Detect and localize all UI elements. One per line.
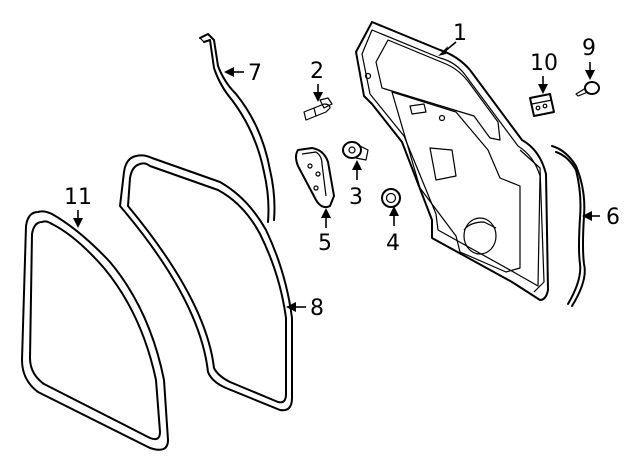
callout-8: 8 bbox=[310, 296, 324, 321]
part-8-body-weatherstrip bbox=[119, 154, 293, 412]
part-9-push-pin bbox=[575, 81, 600, 97]
callout-6: 6 bbox=[606, 205, 620, 230]
callout-11: 11 bbox=[64, 185, 92, 210]
callout-5: 5 bbox=[318, 231, 332, 256]
callout-3: 3 bbox=[349, 185, 363, 210]
part-5-bracket bbox=[295, 147, 335, 209]
callout-4: 4 bbox=[386, 231, 400, 256]
part-7-upper-seal bbox=[199, 33, 276, 223]
callout-10: 10 bbox=[530, 51, 558, 76]
callout-2: 2 bbox=[310, 59, 324, 84]
callout-1: 1 bbox=[453, 21, 467, 46]
callout-7: 7 bbox=[248, 61, 262, 86]
part-2-bolt bbox=[303, 97, 333, 121]
part-6-rear-seal bbox=[551, 145, 586, 307]
part-10-clip-bracket bbox=[529, 93, 555, 117]
callout-9: 9 bbox=[582, 36, 596, 61]
leader-lines bbox=[73, 41, 600, 312]
part-3-clip bbox=[342, 141, 369, 161]
part-11-outer-weatherstrip bbox=[21, 210, 169, 451]
part-1-door-shell bbox=[355, 21, 549, 301]
part-4-grommet bbox=[381, 188, 401, 208]
